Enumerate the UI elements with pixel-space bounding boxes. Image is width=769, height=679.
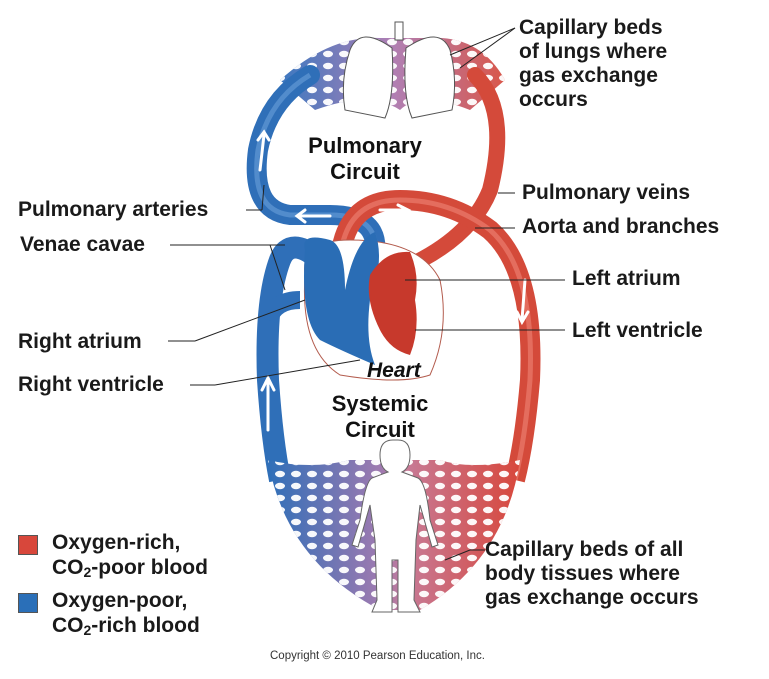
pulmonary-circuit-label: Pulmonary Circuit [295, 133, 435, 185]
label-pulmonary-veins: Pulmonary veins [522, 181, 691, 204]
label-left-atrium: Left atrium [572, 267, 681, 290]
pulmonary-circuit-line2: Circuit [330, 159, 400, 184]
right-heart [304, 232, 379, 365]
label-venae-cavae: Venae cavae [20, 233, 145, 256]
label-line: Capillary beds [519, 16, 663, 39]
systemic-circuit-label: Systemic Circuit [320, 391, 440, 443]
label-line: gas exchange occurs [485, 586, 699, 609]
legend-text: Oxygen-poor, CO2-rich blood [52, 588, 200, 643]
label-left-ventricle: Left ventricle [572, 319, 703, 342]
label-line: gas exchange [519, 64, 658, 87]
lungs-icon [342, 21, 456, 119]
legend-swatch-red [18, 535, 38, 555]
heart-label: Heart [367, 359, 421, 382]
legend-line2: CO2-rich blood [52, 614, 200, 638]
legend-line1: Oxygen-rich, [52, 531, 181, 554]
label-line: of lungs where [519, 40, 668, 63]
label-line: body tissues where [485, 562, 680, 585]
label-right-ventricle: Right ventricle [18, 373, 164, 396]
label-capillary-lungs: Capillary beds of lungs where gas exchan… [519, 16, 667, 112]
systemic-circuit-line2: Circuit [345, 417, 415, 442]
human-figure-icon [351, 439, 439, 613]
legend-line1: Oxygen-poor, [52, 589, 188, 612]
flow-arrows [256, 129, 530, 432]
pulmonary-vein-vessel [392, 67, 506, 278]
systemic-circuit-line1: Systemic [331, 391, 429, 416]
legend-line2: CO2-poor blood [52, 556, 208, 580]
legend-swatch-blue [18, 593, 38, 613]
legend-oxygen-poor: Oxygen-poor, CO2-rich blood [18, 588, 200, 643]
legend-text: Oxygen-rich, CO2-poor blood [52, 530, 208, 585]
leader-lines [168, 27, 565, 561]
label-right-atrium: Right atrium [18, 330, 142, 353]
vena-cava-vessel [256, 236, 328, 483]
copyright: Copyright © 2010 Pearson Education, Inc. [270, 650, 485, 662]
label-line: occurs [519, 88, 588, 111]
label-capillary-body: Capillary beds of all body tissues where… [485, 538, 699, 610]
label-line: Capillary beds of all [485, 538, 684, 561]
label-pulmonary-arteries: Pulmonary arteries [18, 198, 209, 221]
left-heart [368, 251, 417, 355]
legend-oxygen-rich: Oxygen-rich, CO2-poor blood [18, 530, 208, 585]
label-aorta: Aorta and branches [522, 215, 720, 238]
pulmonary-circuit-line1: Pulmonary [308, 133, 422, 158]
